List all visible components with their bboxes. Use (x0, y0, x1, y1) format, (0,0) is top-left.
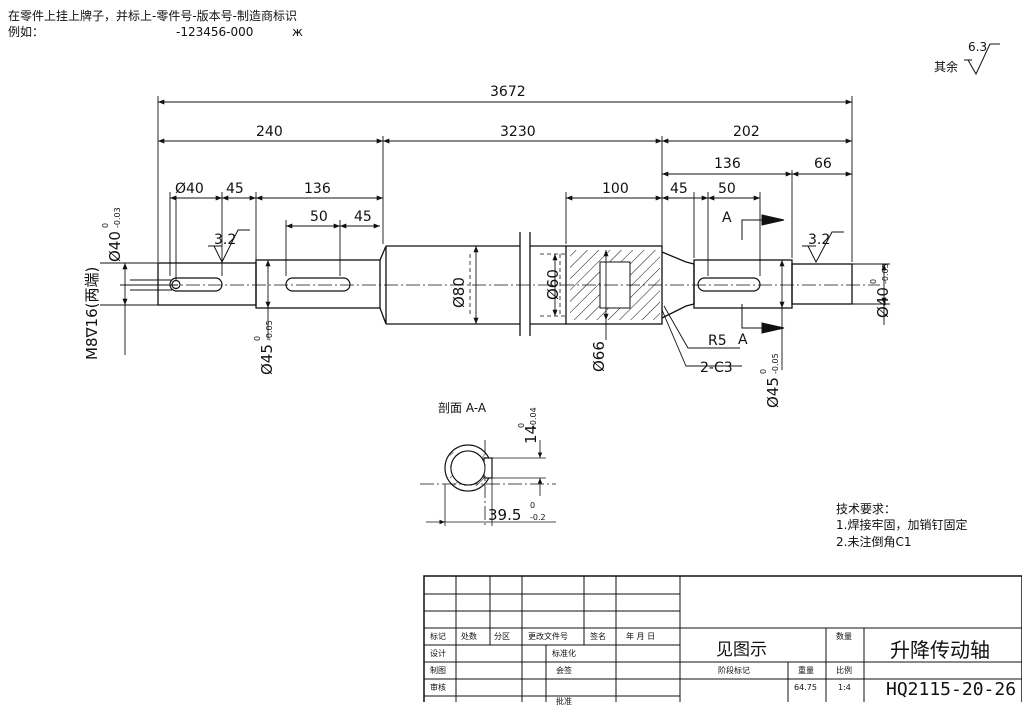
dim-d40-right-lower: -0.03 (881, 263, 890, 284)
tb-weight: 64.75 (794, 683, 817, 692)
section-depth-lower: -0.2 (530, 513, 546, 522)
section-depth: 39.5 (488, 506, 521, 524)
dim-overall: 3672 (490, 84, 526, 100)
dim-d45-left-upper: 0 (253, 336, 262, 341)
tech-item-2: 2.未注倒角C1 (836, 535, 912, 549)
roughness-left: 3.2 (214, 232, 236, 248)
dim-3230: 3230 (500, 124, 536, 140)
tb-header-5: 年 月 日 (626, 632, 656, 641)
dim-d66: Ø66 (590, 341, 608, 372)
dim-d40-tol-lower: -0.03 (113, 207, 122, 228)
note-example-value: -123456-000 (176, 25, 254, 39)
dim-202: 202 (733, 124, 760, 140)
tb-material: 见图示 (716, 640, 767, 660)
roughness-symbol-general (964, 43, 1000, 76)
dimension-lines (100, 96, 890, 370)
dim-d45-right-lower: -0.05 (771, 353, 780, 374)
roughness-symbols-3-2 (208, 229, 844, 264)
dim-d45-left-lower: -0.05 (265, 320, 274, 341)
section-depth-upper: 0 (530, 501, 535, 510)
tb-header-1: 处数 (461, 632, 477, 641)
tb-scale-label: 比例 (836, 666, 852, 675)
note-example-mark: ж (292, 25, 303, 39)
dim-50-right: 50 (718, 181, 736, 197)
dim-45-left: 45 (226, 181, 244, 197)
note-line-1: 在零件上挂上牌子，并标上-零件号-版本号-制造商标识 (8, 9, 297, 23)
dim-d40-right-upper: 0 (869, 279, 878, 284)
tb-design: 设计 (430, 649, 446, 658)
section-width-upper: 0 (517, 423, 526, 428)
tb-drawn: 制图 (430, 666, 446, 675)
section-title: 剖面 A-A (438, 401, 487, 415)
roughness-right: 3.2 (808, 232, 830, 248)
note-example-label: 例如： (8, 25, 45, 39)
tb-stage-label: 阶段标记 (718, 666, 750, 675)
tb-review: 审核 (430, 683, 446, 692)
tb-header-3: 更改文件号 (528, 632, 568, 641)
tb-header-2: 分区 (494, 632, 510, 641)
dim-66: 66 (814, 156, 832, 172)
tb-standardization: 标准化 (552, 649, 576, 658)
roughness-rest-value: 6.3 (968, 40, 988, 54)
roughness-rest-label: 其余 (934, 60, 959, 74)
dim-45-right: 45 (670, 181, 688, 197)
dim-50-left: 50 (310, 209, 328, 225)
section-arrows (741, 214, 785, 334)
dim-d45-left: Ø45 (258, 344, 276, 375)
tb-weight-label: 重量 (798, 666, 814, 675)
section-width: 14 (522, 425, 540, 444)
section-mark-bottom: A (738, 332, 748, 348)
tb-part-name: 升降传动轴 (890, 638, 990, 662)
section-mark-top: A (722, 210, 732, 226)
dim-d60: Ø60 (544, 269, 562, 300)
hidden-lines (469, 253, 566, 317)
dim-thread: M8∇16(两端) (83, 267, 101, 360)
tech-title: 技术要求： (836, 502, 897, 516)
tb-approval: 会签 (556, 666, 572, 675)
tb-scale: 1:4 (838, 683, 851, 692)
section-width-lower: -0.04 (529, 407, 538, 428)
dim-2-c3: 2-C3 (700, 360, 733, 376)
dim-240: 240 (256, 124, 283, 140)
tech-item-1: 1.焊接牢固，加销钉固定 (836, 518, 968, 532)
tb-header-4: 签名 (590, 632, 606, 641)
dim-45-left-2: 45 (354, 209, 372, 225)
dim-136-left: 136 (304, 181, 331, 197)
dim-d40-right: Ø40 (874, 287, 892, 318)
tb-quantity-label: 数量 (836, 632, 852, 641)
dim-100: 100 (602, 181, 629, 197)
tb-approve: 批准 (556, 697, 572, 706)
dim-136-right: 136 (714, 156, 741, 172)
dim-r5: R5 (708, 333, 727, 349)
tb-part-no: HQ2115-20-26 (886, 679, 1017, 700)
dim-d45-right: Ø45 (764, 377, 782, 408)
dim-d80: Ø80 (450, 277, 468, 308)
dim-d40-tol-upper: 0 (101, 223, 110, 228)
dim-d45-right-upper: 0 (759, 369, 768, 374)
tb-header-0: 标记 (430, 632, 446, 641)
dim-d40-tol: Ø40 (106, 231, 124, 262)
dim-d40-left: Ø40 (175, 181, 204, 197)
keyways (169, 277, 761, 292)
